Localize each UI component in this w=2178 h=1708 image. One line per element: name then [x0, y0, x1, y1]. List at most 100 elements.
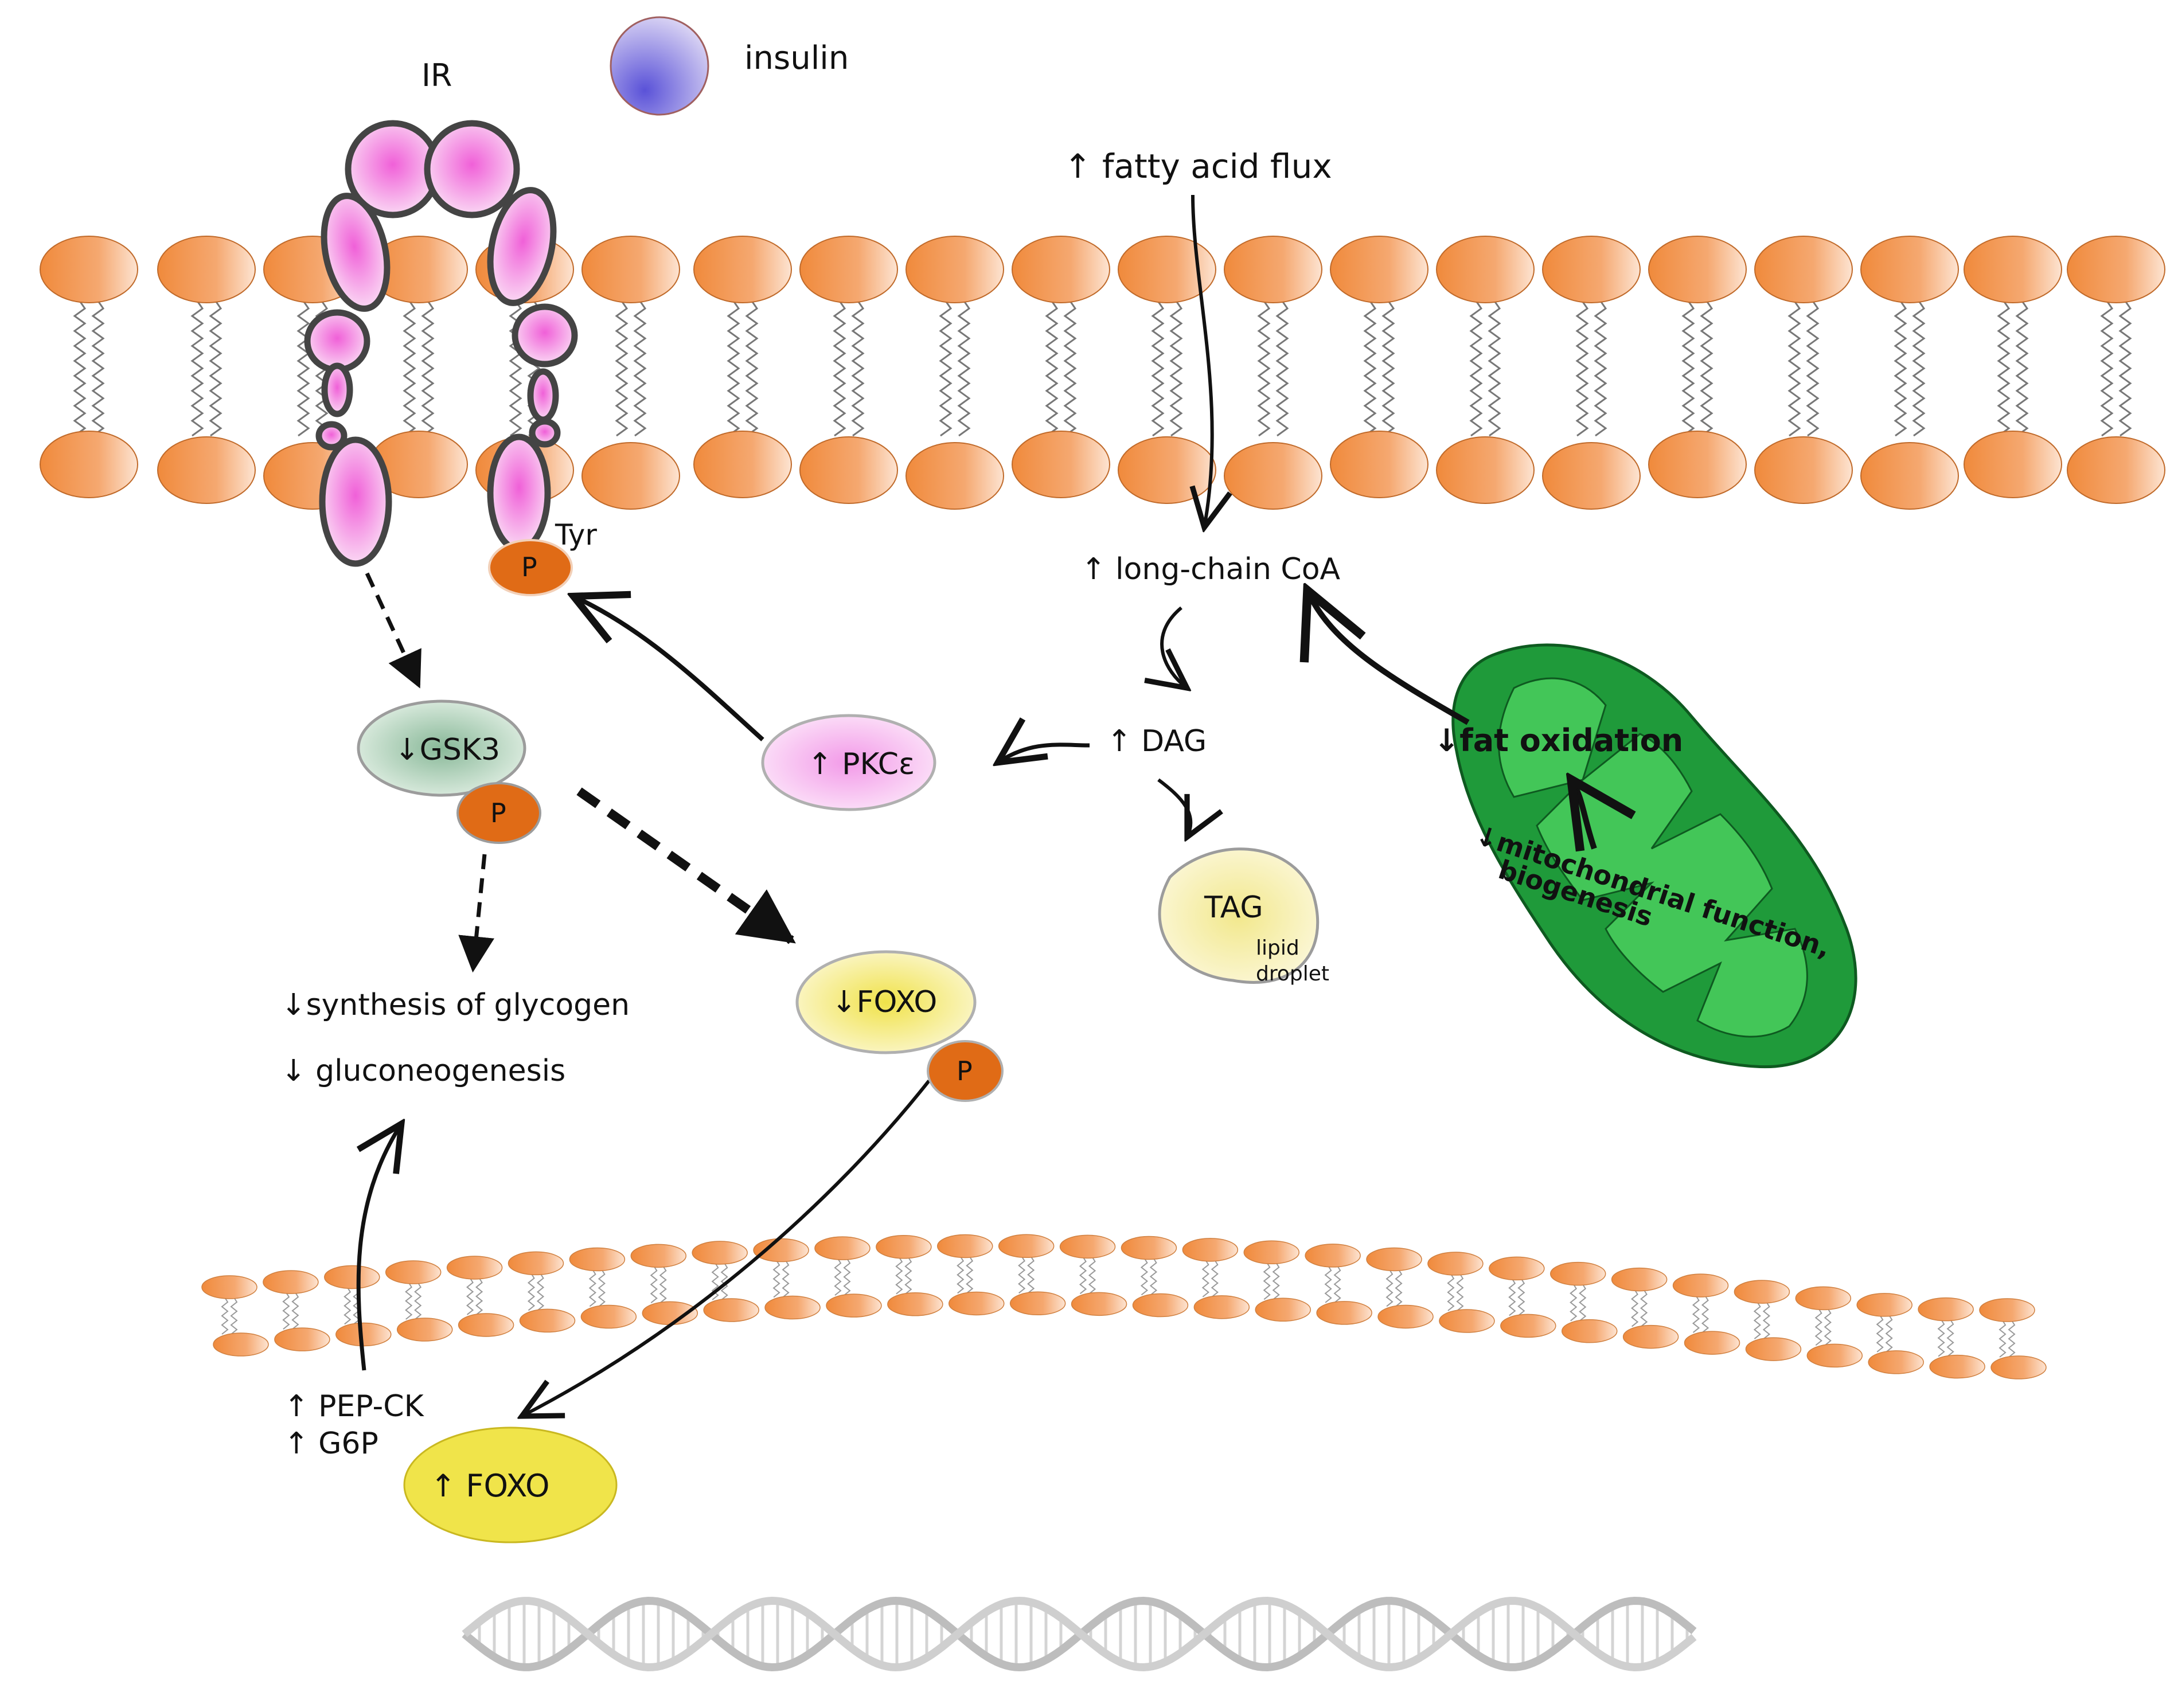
lipid-head-inner	[1542, 442, 1641, 510]
tag-label: TAG	[1204, 890, 1263, 925]
nuclear-lipid-head	[1316, 1301, 1372, 1325]
plasma-membrane	[40, 236, 2165, 510]
nuclear-lipid-head	[998, 1234, 1055, 1258]
gluconeogenesis-label: ↓ gluconeogenesis	[281, 1054, 565, 1088]
nuclear-lipid-head	[876, 1234, 932, 1259]
lipid-head-outer	[1542, 236, 1641, 303]
dna-helix	[462, 1596, 1697, 1672]
lipid-head-outer	[1648, 236, 1747, 303]
foxo-cytosolic-label: ↓FOXO	[832, 985, 937, 1019]
lipid-head-outer	[581, 236, 680, 303]
nuclear-lipid-head	[446, 1256, 503, 1280]
nuclear-lipid-head	[1059, 1234, 1116, 1259]
nuclear-lipid-head	[1132, 1293, 1189, 1318]
nuclear-lipid-head	[630, 1244, 687, 1268]
gsk3-phospho	[456, 782, 541, 844]
nuclear-lipid-head	[1868, 1350, 1924, 1374]
lipid-head-inner	[1436, 436, 1535, 504]
foxo-nuclear	[403, 1426, 618, 1543]
nuclear-lipid-head	[519, 1308, 576, 1333]
nuclear-lipid-head	[1071, 1292, 1127, 1316]
nuclear-lipid-head	[458, 1313, 514, 1337]
synthesis-glycogen-label: ↓synthesis of glycogen	[281, 988, 630, 1022]
nuclear-lipid-head	[580, 1304, 637, 1329]
lipid-head-inner	[1330, 431, 1428, 498]
nuclear-lipid-head	[764, 1295, 821, 1320]
foxo-nuclear-label: ↑ FOXO	[430, 1468, 550, 1504]
nuclear-lipid-head	[1734, 1280, 1790, 1304]
ir-label: IR	[421, 57, 452, 93]
nuclear-lipid-head	[1366, 1247, 1422, 1272]
nuclear-lipid-head	[385, 1260, 442, 1284]
nuclear-lipid-head	[1684, 1331, 1740, 1355]
nuclear-lipid-head	[1489, 1256, 1545, 1281]
nuclear-lipid-head	[1918, 1297, 1974, 1322]
lipid-head-inner	[693, 431, 792, 498]
lipid-head-inner	[40, 431, 138, 498]
nuclear-lipid-head	[814, 1236, 871, 1260]
lipid-head-inner	[581, 442, 680, 510]
lipid-head-outer	[799, 236, 898, 303]
lipid-head-inner	[1224, 442, 1322, 510]
nuclear-lipid-head	[1929, 1354, 1985, 1379]
lipid-head-inner	[1964, 431, 2062, 498]
nuclear-lipid-head	[1990, 1355, 2047, 1379]
nuclear-lipid-head	[1427, 1252, 1484, 1276]
dag-label: ↑ DAG	[1107, 724, 1207, 759]
tyr-label: Tyr	[555, 518, 597, 552]
pepck-label: ↑ PEP-CK	[284, 1389, 425, 1424]
phospho-tyr	[488, 539, 573, 596]
lipid-head-outer	[1118, 236, 1216, 303]
nuclear-lipid-head	[1439, 1309, 1495, 1333]
nuclear-lipid-head	[1745, 1337, 1802, 1361]
lipid-head-outer	[1436, 236, 1535, 303]
nuclear-lipid-head	[1193, 1295, 1250, 1319]
lipid-head-outer	[1754, 236, 1853, 303]
nuclear-lipid-head	[753, 1238, 809, 1263]
tag-lipid-droplet	[1158, 847, 1320, 984]
lipid-head-outer	[1330, 236, 1428, 303]
p-tyr-label: P	[521, 552, 537, 583]
mitochondrion	[1451, 643, 1857, 1069]
nuclear-lipid-head	[508, 1251, 564, 1276]
nuclear-lipid-head	[324, 1265, 380, 1289]
lipid-head-outer	[693, 236, 792, 303]
nuclear-lipid-head	[1500, 1314, 1556, 1338]
nuclear-lipid-head	[703, 1298, 759, 1322]
lipid-head-inner	[1118, 436, 1216, 504]
lipid-head-outer	[1860, 236, 1959, 303]
lipid-head-outer	[2067, 236, 2165, 303]
nuclear-lipid-head	[1611, 1267, 1668, 1292]
nuclear-lipid-head	[1377, 1304, 1434, 1329]
nuclear-lipid-head	[937, 1234, 993, 1258]
lipid-head-outer	[1224, 236, 1322, 303]
nuclear-lipid-head	[887, 1292, 943, 1316]
pkc-protein	[761, 714, 936, 811]
nuclear-lipid-head	[1561, 1319, 1618, 1343]
lipid-head-inner	[905, 442, 1004, 510]
lipid-head-inner	[1754, 436, 1853, 504]
nuclear-lipid-head	[396, 1318, 453, 1342]
fat-oxidation-label: ↓fat oxidation	[1434, 722, 1683, 759]
lipid-head-outer	[157, 236, 256, 303]
insulin-receptor	[304, 120, 578, 567]
lipid-head-inner	[2067, 436, 2165, 504]
insulin-molecule	[610, 16, 709, 116]
nuclear-lipid-head	[1795, 1286, 1852, 1311]
nuclear-lipid-head	[1856, 1293, 1912, 1317]
lipid-head-outer	[1012, 236, 1110, 303]
nuclear-lipid-head	[213, 1332, 269, 1357]
lipid-head-outer	[1964, 236, 2062, 303]
insulin-label: insulin	[744, 40, 849, 77]
nuclear-lipid-head	[201, 1275, 257, 1299]
nuclear-lipid-head	[1806, 1343, 1863, 1368]
p-foxo-label: P	[957, 1056, 973, 1086]
nuclear-lipid-head	[1121, 1236, 1177, 1260]
lipid-head-outer	[40, 236, 138, 303]
fatty-acid-flux-label: ↑ fatty acid flux	[1064, 147, 1332, 186]
nuclear-lipid-head	[335, 1322, 392, 1347]
nuclear-lipid-head	[569, 1247, 626, 1272]
nuclear-lipid-head	[1672, 1273, 1729, 1297]
p-gsk3-label: P	[490, 798, 506, 828]
